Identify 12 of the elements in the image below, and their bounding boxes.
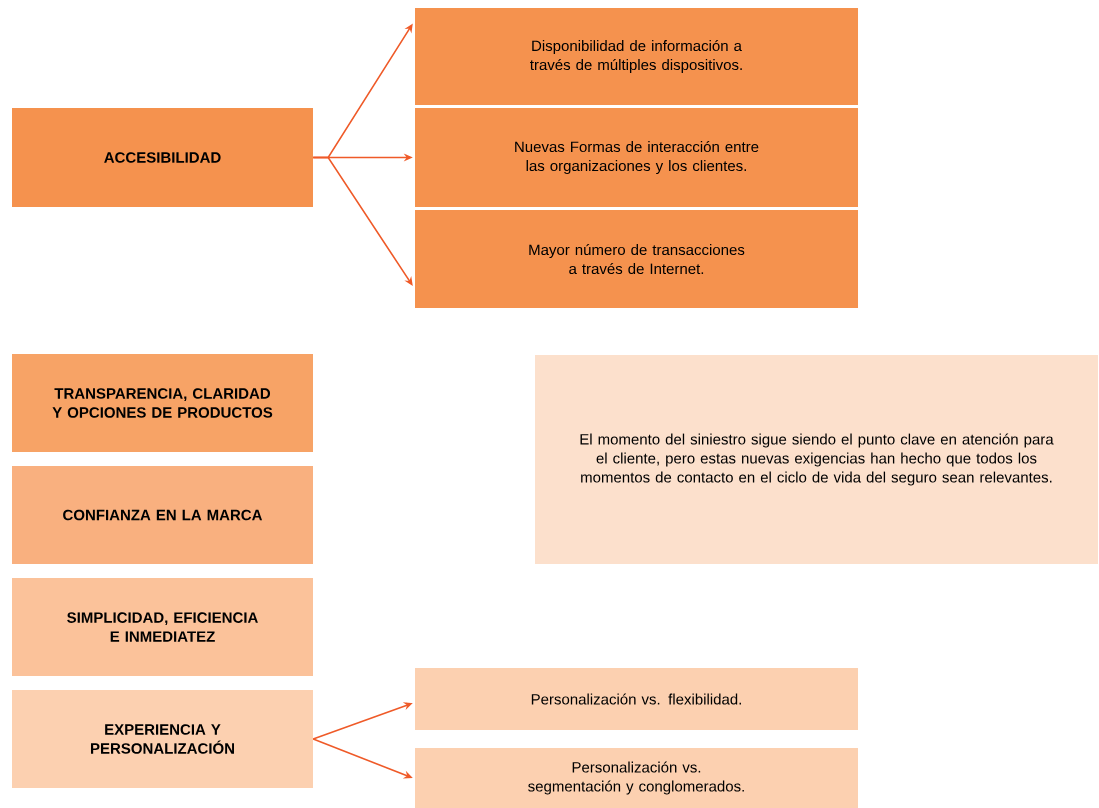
item-box: Personalización vs. flexibilidad.	[415, 668, 858, 730]
arrow	[312, 156, 413, 286]
note-box: El momento del siniestro sigue siendo el punto clave en atención para el cliente, pero estas nuevas exigencias han hecho que todos los momentos de contacto en el ciclo de vida del seguro sean relevantes.	[535, 355, 1098, 564]
item-box: Personalización vs. segmentación y conglomerados.	[415, 748, 858, 808]
item-box: Disponibilidad de información a través de múltiples dispositivos.	[415, 8, 858, 105]
category-box: ACCESIBILIDAD	[12, 108, 313, 207]
category-box: EXPERIENCIA Y PERSONALIZACIÓN	[12, 690, 313, 788]
item-box: Nuevas Formas de interacción entre las organizaciones y los clientes.	[415, 108, 858, 207]
category-box: SIMPLICIDAD, EFICIENCIA E INMEDIATEZ	[12, 578, 313, 676]
item-box: Mayor número de transacciones a través de Internet.	[415, 210, 858, 308]
category-box: CONFIANZA EN LA MARCA	[12, 466, 313, 564]
category-box: TRANSPARENCIA, CLARIDAD Y OPCIONES DE PRODUCTOS	[12, 354, 313, 452]
